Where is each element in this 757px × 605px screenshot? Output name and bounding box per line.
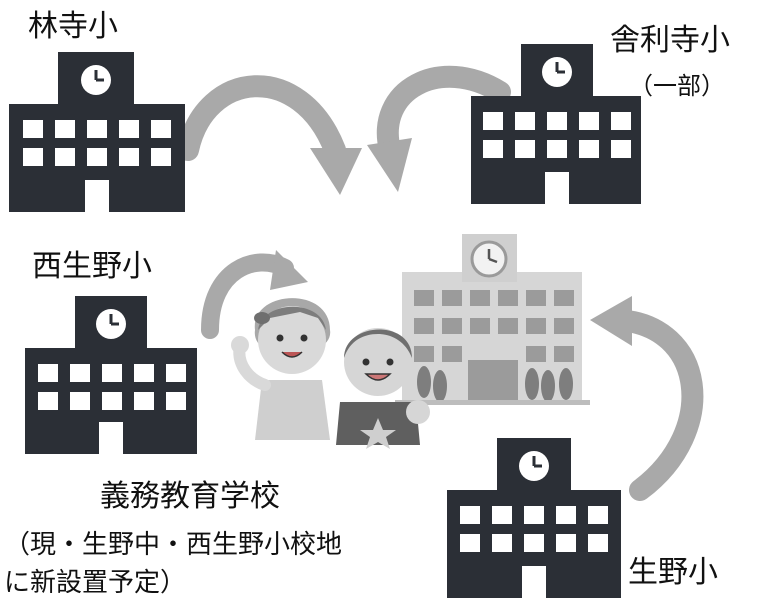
nishi-ikuno-school-label: 西生野小 (32, 249, 152, 284)
new-school-desc-line1: （現・生野中・西生野小校地 (4, 530, 343, 560)
new-school-building (395, 234, 590, 405)
arrow-from-rinji (177, 75, 362, 195)
new-school-title: 義務教育学校 (100, 479, 280, 514)
arrow-from-sharij (367, 65, 511, 192)
ikuno-school-label: 生野小 (628, 555, 718, 590)
nishi-ikuno-school-building (25, 296, 197, 454)
arrow-from-ikuno (590, 296, 704, 501)
sharij-school-building (471, 44, 641, 204)
sharij-school-note: （一部） (629, 72, 725, 100)
children-illustration (231, 298, 430, 449)
sharij-school-label: 舎利寺小 (610, 23, 730, 58)
rinji-school-label: 林寺小 (28, 9, 118, 44)
ikuno-school-building (447, 438, 621, 598)
rinji-school-building (9, 52, 185, 212)
new-school-desc-line2: に新設置予定） (4, 568, 187, 598)
arrow-from-nishi-ikuno (201, 250, 308, 339)
